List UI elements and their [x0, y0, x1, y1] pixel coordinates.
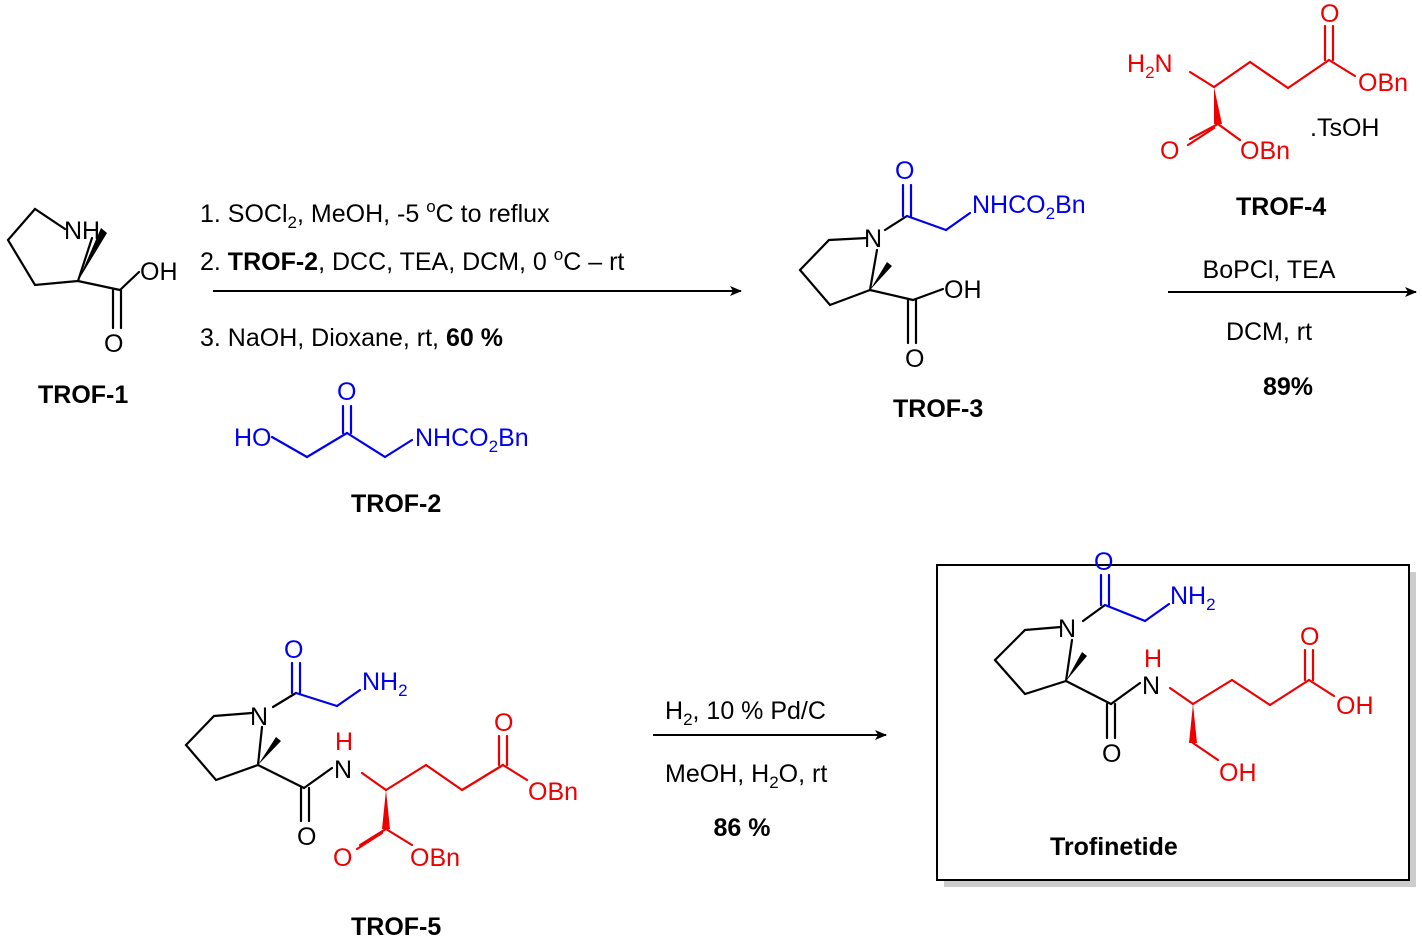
o-label: O — [104, 330, 123, 358]
o-gly-label: O — [1094, 548, 1113, 576]
oh-acid-label: OH — [1336, 692, 1374, 720]
trofinetide-label: Trofinetide — [1050, 833, 1178, 861]
o-pro-label: O — [297, 823, 316, 851]
obn-low-label: OBn — [1240, 137, 1290, 165]
compound-trof-3: N O NHCO2Bn OH O TROF-3 — [798, 157, 1086, 423]
o-low-label: O — [1160, 137, 1179, 165]
step-1-condition-2: 2. TROF-2, DCC, TEA, DCM, 0 oC – rt — [200, 245, 624, 276]
o-amide-label: O — [895, 157, 914, 185]
obn-alpha-label: OBn — [410, 844, 460, 872]
wedge-bond — [870, 262, 892, 290]
compound-trof-2: HO O NHCO2Bn TROF-2 — [234, 378, 529, 518]
oh-label: OH — [944, 276, 982, 304]
step-2-solvent: DCM, rt — [1226, 318, 1312, 346]
nhco2bn-label: NHCO2Bn — [972, 191, 1086, 223]
wedge-bond — [382, 790, 390, 829]
reaction-step-3: H2, 10 % Pd/C MeOH, H2O, rt 86 % — [653, 697, 887, 842]
product-box — [936, 564, 1416, 887]
oh-label: OH — [140, 258, 178, 286]
wedge-bond — [1214, 87, 1222, 124]
trof-1-label: TROF-1 — [38, 381, 128, 409]
step-1-condition-1: 1. SOCl2, MeOH, -5 oC to reflux — [200, 197, 550, 232]
ho-label: HO — [234, 424, 272, 452]
wedge-bond — [1189, 704, 1197, 743]
compound-trofinetide: N O NH2 H N O O OH OH Trofinetide — [993, 548, 1374, 861]
wedge-bond — [78, 228, 107, 281]
trof-4-label: TROF-4 — [1236, 193, 1326, 221]
step-3-solvent: MeOH, H2O, rt — [665, 760, 827, 792]
obn-ester-label: OBn — [528, 778, 578, 806]
tsoh-salt-label: .TsOH — [1310, 114, 1379, 142]
amide-h-label: H — [335, 728, 353, 756]
o-alpha-label: O — [333, 844, 352, 872]
nh-label: NH — [64, 217, 100, 245]
nhco2bn-label: NHCO2Bn — [415, 424, 529, 456]
trof-3-label: TROF-3 — [893, 395, 983, 423]
step-1-condition-3: 3. NaOH, Dioxane, rt, 60 % — [200, 324, 503, 352]
o-ester-label: O — [494, 709, 513, 737]
compound-trof-1: NH OH O TROF-1 — [6, 207, 178, 409]
o-gly-label: O — [284, 636, 303, 664]
o-acid-label: O — [905, 345, 924, 373]
obn-top-label: OBn — [1358, 69, 1408, 97]
nh2-label: NH2 — [1170, 582, 1216, 614]
nh2-label: NH2 — [362, 668, 408, 700]
step-2-yield: 89% — [1263, 373, 1313, 401]
trof-2-label: TROF-2 — [351, 490, 441, 518]
o-acid-label: O — [1300, 623, 1319, 651]
n-label: N — [864, 225, 882, 253]
oh-alcohol-label: OH — [1219, 759, 1257, 787]
h2n-label: H2N — [1127, 50, 1173, 82]
reaction-step-2: BoPCl, TEA DCM, rt 89% — [1168, 256, 1417, 401]
o-top-label: O — [1320, 0, 1339, 28]
trof-5-label: TROF-5 — [351, 913, 441, 941]
o-pro-label: O — [1102, 740, 1121, 768]
wedge-bond — [258, 737, 281, 765]
amide-n-label: N — [1142, 672, 1160, 700]
n-label: N — [1058, 615, 1076, 643]
n-label: N — [250, 703, 268, 731]
amide-h-label: H — [1144, 645, 1162, 673]
compound-trof-5: N O NH2 H N O O OBn O OBn TROF-5 — [184, 636, 578, 941]
o-label: O — [337, 378, 356, 406]
compound-trof-4: H2N O OBn O OBn .TsOH TROF-4 — [1127, 0, 1408, 221]
step-2-reagents: BoPCl, TEA — [1203, 256, 1336, 284]
wedge-bond — [1066, 652, 1087, 681]
step-3-reagents: H2, 10 % Pd/C — [665, 697, 826, 729]
step-3-yield: 86 % — [714, 814, 771, 842]
amide-n-label: N — [334, 756, 352, 784]
reaction-step-1: 1. SOCl2, MeOH, -5 oC to reflux 2. TROF-… — [200, 197, 742, 352]
